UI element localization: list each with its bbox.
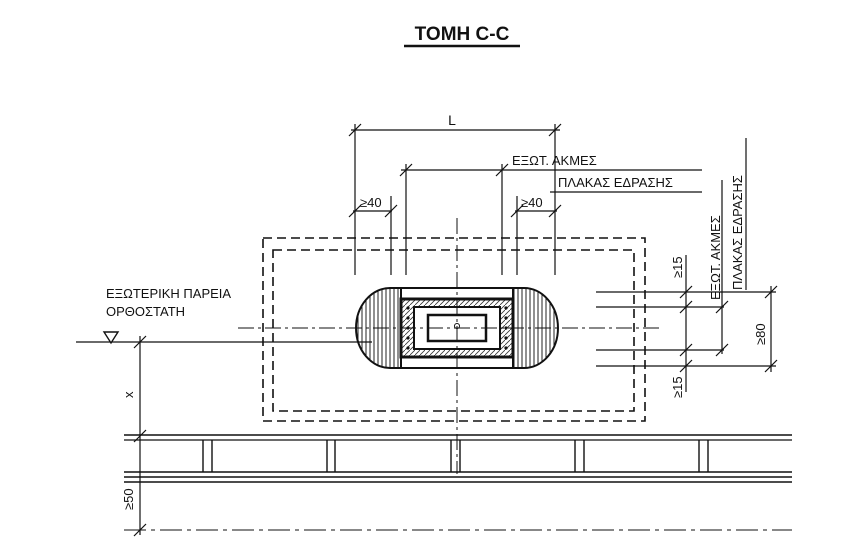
inner-dashed-outline — [272, 249, 635, 412]
plate-edges-label-line2: ΠΛΑΚΑΣ ΕΔΡΑΣΗΣ — [558, 175, 673, 190]
level-triangle-icon — [102, 331, 120, 345]
outer-face-label-line1: ΕΞΩΤΕΡΙΚΗ ΠΑΡΕΙΑ — [106, 286, 231, 301]
deck-structure — [124, 434, 792, 531]
min40-left-label: ≥40 — [360, 195, 382, 210]
top-dimensions — [348, 123, 702, 275]
min80-label: ≥80 — [753, 323, 768, 345]
vert-edges-label-line2: ΠΛΑΚΑΣ ΕΔΡΑΣΗΣ — [730, 175, 745, 290]
x-dimension-label: x — [121, 391, 136, 398]
outer-dashed-outline — [262, 237, 646, 422]
plate-edges-label-line1: ΕΞΩΤ. ΑΚΜΕΣ — [512, 153, 597, 168]
span-label: L — [448, 112, 456, 128]
min15-bottom-label: ≥15 — [670, 376, 685, 398]
outer-face-label-line2: ΟΡΘΟΣΤΑΤΗ — [106, 304, 185, 319]
min40-right-label: ≥40 — [521, 195, 543, 210]
vert-edges-label-line1: ΕΞΩΤ. ΑΚΜΕΣ — [708, 215, 723, 300]
min15-top-label: ≥15 — [670, 256, 685, 278]
min50-label: ≥50 — [121, 488, 136, 510]
drawing-title: ΤΟΜΗ C-C — [415, 24, 510, 45]
right-dimensions — [596, 180, 778, 392]
